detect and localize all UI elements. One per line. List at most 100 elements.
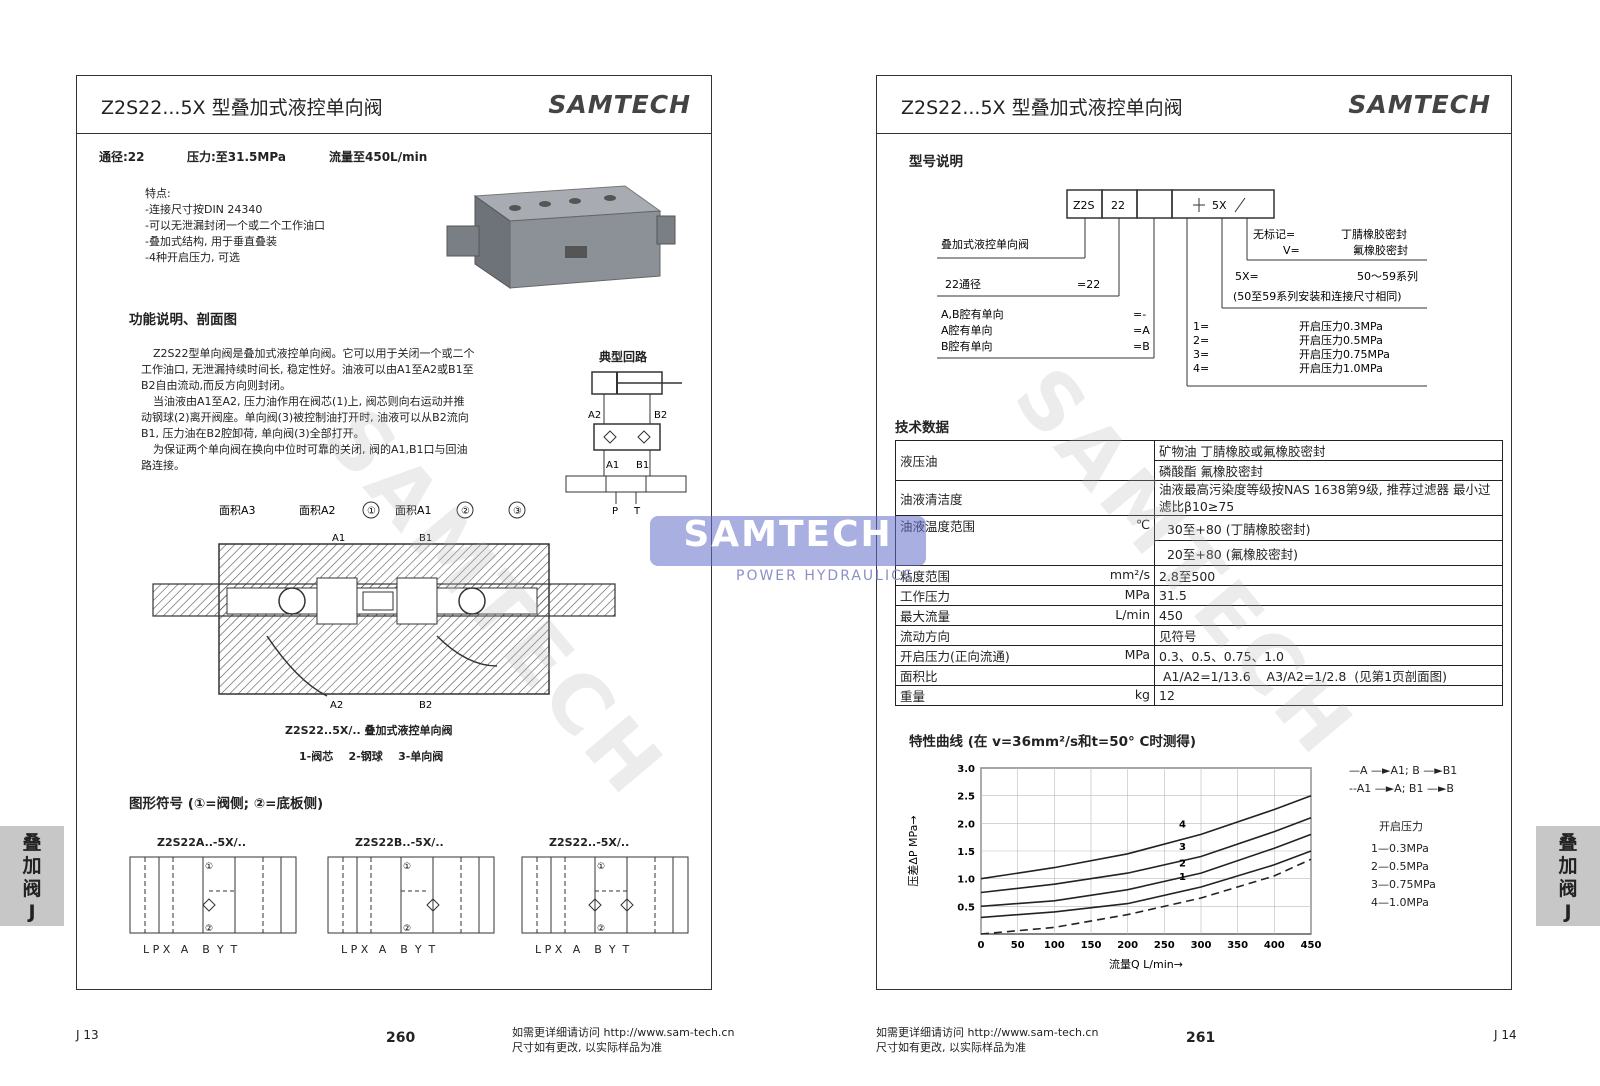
section-caption: Z2S22..5X/.. 叠加式液控单向阀 bbox=[285, 724, 453, 737]
circuit-diagram: A2 B2 A1 B1 P T bbox=[565, 371, 687, 517]
section-label-a1: A1 bbox=[332, 533, 345, 544]
description-line: B1, 压力油在B2腔卸荷, 单向阀(3)全部打开。 bbox=[141, 427, 365, 440]
y-tick-label: 1.5 bbox=[957, 847, 975, 858]
features-block: 特点: -连接尺寸按DIN 24340 -可以无泄漏封闭一个或二个工作油口 -叠… bbox=[145, 186, 325, 266]
legend-flow-solid: —A —►A1; B —►B1 bbox=[1349, 764, 1458, 777]
y-tick-label: 2.5 bbox=[957, 792, 975, 803]
valve-photo bbox=[446, 185, 676, 289]
page-number-left: 260 bbox=[386, 1030, 416, 1046]
model-box-type: Z2S bbox=[1073, 199, 1095, 212]
description-line: 工作油口, 无泄漏持续时间长, 稳定性好。油液可以由A1至A2或B1至 bbox=[141, 363, 474, 376]
tech-label: 流动方向 bbox=[895, 625, 1155, 646]
features-label: 特点: bbox=[145, 187, 171, 200]
tech-value: 30至+80 (丁腈橡胶密封) bbox=[1154, 515, 1503, 541]
symbol-base-side: ② bbox=[205, 924, 213, 934]
model-bore-label: 22通径 bbox=[945, 278, 981, 291]
symbol-base-side: ② bbox=[403, 924, 411, 934]
crack-code: 3= bbox=[1193, 348, 1209, 361]
description-line: 路连接。 bbox=[141, 459, 185, 472]
seal-label-nbr: 丁腈橡胶密封 bbox=[1341, 227, 1407, 241]
section-drawing: 面积A3 面积A2 面积A1 ① ② ③ A1 B1 A2 B2 bbox=[152, 501, 616, 711]
crack-label: 开启压力0.75MPa bbox=[1299, 348, 1390, 361]
series-code: 5X= bbox=[1235, 270, 1259, 283]
symbol-drawing: ① ② bbox=[129, 856, 297, 934]
page-code-left: J 13 bbox=[76, 1028, 99, 1042]
symbol-ports: L P X A B Y T bbox=[143, 943, 238, 956]
tech-label: 面积比 bbox=[895, 665, 1155, 686]
crack-code: 2= bbox=[1193, 334, 1209, 347]
dir-label-b: B腔有单向 bbox=[941, 339, 993, 353]
x-tick-label: 300 bbox=[1191, 940, 1212, 951]
page-title: Z2S22...5X 型叠加式液控单向阀 bbox=[901, 97, 1183, 119]
feature-item: -连接尺寸按DIN 24340 bbox=[145, 203, 263, 216]
model-code-diagram: Z2S 22 5X 叠加式液控单向阀 22通径 =22 A,B腔有单向 =- A… bbox=[937, 189, 1427, 387]
circuit-label-b2: B2 bbox=[654, 410, 667, 421]
series-note: (50至59系列安装和连接尺寸相同) bbox=[1233, 289, 1402, 303]
page-code-right: J 14 bbox=[1494, 1028, 1517, 1042]
series-label: 3 bbox=[1179, 842, 1186, 853]
symbol-title: 图形符号 (①=阀侧; ②=底板侧) bbox=[129, 796, 324, 812]
description-line: B2自由流动,而反方向则封闭。 bbox=[141, 379, 292, 392]
legend-title: 开启压力 bbox=[1379, 820, 1423, 833]
symbol-label: Z2S22B..-5X/.. bbox=[355, 836, 444, 849]
series-label: 4 bbox=[1179, 820, 1186, 831]
symbol-valve-side: ① bbox=[403, 862, 411, 872]
tech-value: 2.8至500 bbox=[1154, 565, 1503, 586]
x-tick-label: 250 bbox=[1154, 940, 1175, 951]
table-row: 油液温度范围℃ 30至+80 (丁腈橡胶密封) bbox=[895, 515, 1503, 566]
x-tick-label: 100 bbox=[1044, 940, 1065, 951]
section-legend: 1-阀芯 2-钢球 3-单向阀 bbox=[299, 750, 444, 763]
x-tick-label: 150 bbox=[1081, 940, 1102, 951]
crack-code: 1= bbox=[1193, 320, 1209, 333]
dir-code-b: =B bbox=[1133, 340, 1150, 353]
table-row: 开启压力(正向流通)MPa 0.3、0.5、0.75、1.0 bbox=[895, 645, 1503, 666]
section-label-b1: B1 bbox=[419, 533, 432, 544]
pressure-legend: 开启压力 1—0.3MPa 2—0.5MPa 3—0.75MPa 4—1.0MP… bbox=[1371, 818, 1436, 912]
flow-legend: —A —►A1; B —►B1 --A1 —►A; B1 —►B bbox=[1349, 762, 1457, 798]
section-label-3: ③ bbox=[513, 506, 522, 517]
legend-flow-dashed: --A1 —►A; B1 —►B bbox=[1349, 782, 1454, 795]
seal-code-none: 无标记= bbox=[1253, 227, 1295, 241]
circuit-label-t: T bbox=[633, 506, 641, 517]
section-label-b2: B2 bbox=[419, 700, 432, 711]
legend-item: 4—1.0MPa bbox=[1371, 896, 1429, 909]
tech-value: 矿物油 丁腈橡胶或氟橡胶密封 bbox=[1154, 440, 1503, 461]
model-box-bore: 22 bbox=[1111, 199, 1125, 212]
dir-code-ab: =- bbox=[1133, 308, 1146, 321]
model-bore-code: =22 bbox=[1077, 278, 1100, 291]
model-title: 型号说明 bbox=[909, 154, 963, 170]
legend-item: 3—0.75MPa bbox=[1371, 878, 1436, 891]
crack-code: 4= bbox=[1193, 362, 1209, 375]
circuit-label-a1: A1 bbox=[606, 460, 619, 471]
tech-value: 油液最高污染度等级按NAS 1638第9级, 推荐过滤器 最小过滤比β10≥75 bbox=[1154, 480, 1503, 516]
symbol-ab: Z2S22..-5X/.. ① ② L P X A B Y T bbox=[521, 836, 691, 956]
legend-item: 1—0.3MPa bbox=[1371, 842, 1429, 855]
footer-url-left[interactable]: 如需更详细请访问 http://www.sam-tech.cn bbox=[512, 1026, 735, 1039]
feature-item: -4种开启压力, 可选 bbox=[145, 251, 240, 264]
crack-label: 开启压力1.0MPa bbox=[1299, 362, 1383, 375]
x-tick-label: 50 bbox=[1011, 940, 1025, 951]
function-title: 功能说明、剖面图 bbox=[129, 312, 237, 328]
circuit-label-p: P bbox=[612, 506, 618, 517]
page-number-right: 261 bbox=[1186, 1030, 1216, 1046]
y-axis-label: 压差ΔP MPa→ bbox=[906, 815, 920, 886]
section-label-area-a3: 面积A3 bbox=[219, 504, 256, 517]
samtech-logo: SAMTECH bbox=[1348, 90, 1491, 119]
series-line bbox=[980, 817, 1312, 894]
symbol-label: Z2S22A..-5X/.. bbox=[157, 836, 247, 849]
x-tick-label: 450 bbox=[1301, 940, 1322, 951]
description-line: 动钢球(2)离开阀座。单向阀(3)被控制油打开时, 油液可以从B2流向 bbox=[141, 411, 469, 424]
spec-bore: 通径:22 bbox=[99, 150, 145, 164]
series-line bbox=[980, 858, 1312, 935]
symbol-ports: L P X A B Y T bbox=[535, 943, 630, 956]
footer-url-right[interactable]: 如需更详细请访问 http://www.sam-tech.cn bbox=[876, 1026, 1099, 1039]
curve-title: 特性曲线 (在 v=36mm²/s和t=50° C时测得) bbox=[909, 734, 1197, 750]
